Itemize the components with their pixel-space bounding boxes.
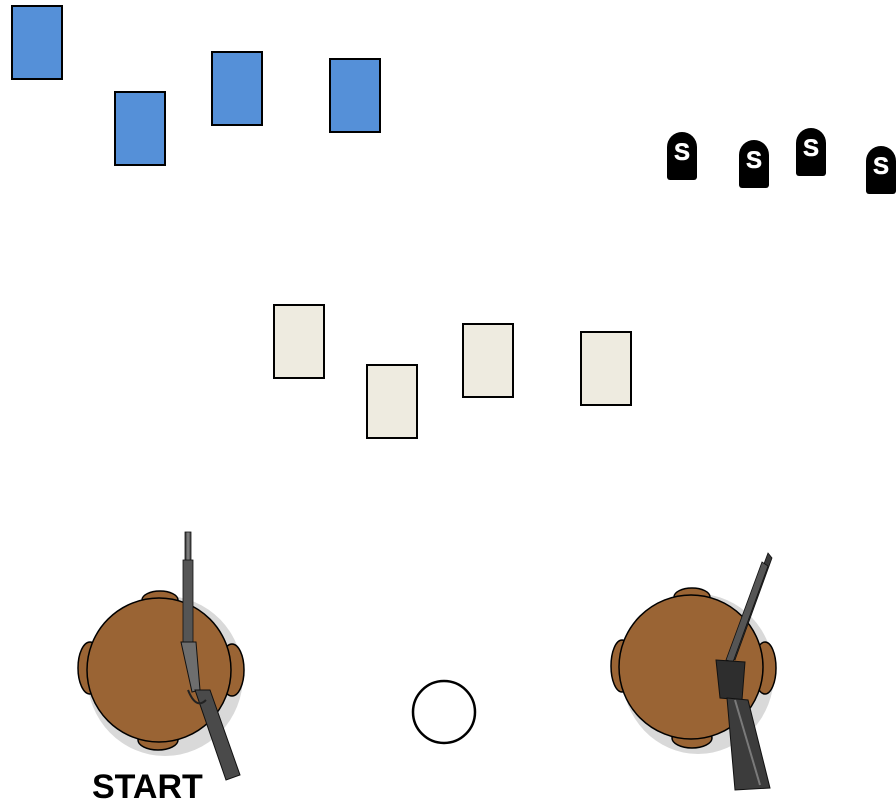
start-label: START: [92, 770, 203, 804]
empty-circle-token[interactable]: [413, 681, 475, 743]
